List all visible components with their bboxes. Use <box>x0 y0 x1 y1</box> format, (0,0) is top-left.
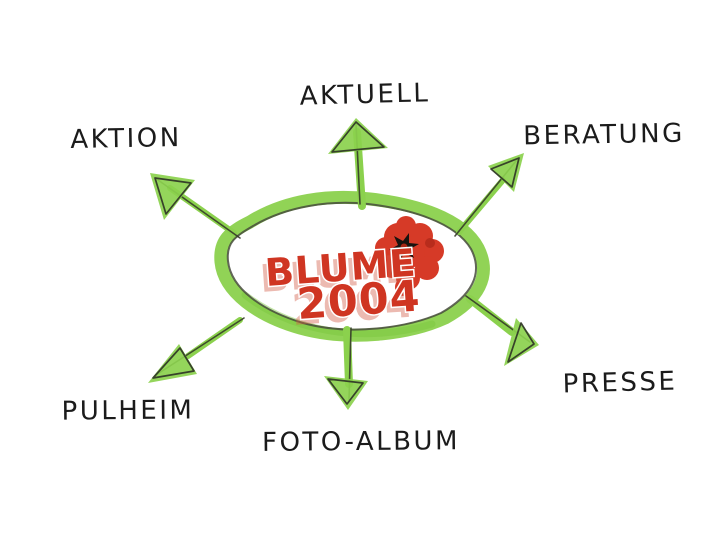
flower-petal-shade <box>391 267 401 277</box>
logo-line1: BLUME <box>264 241 418 295</box>
arrow-beratung-head-ink <box>490 157 520 188</box>
arrow-aktuell <box>328 118 388 210</box>
arrow-beratung <box>454 153 524 237</box>
arrow-aktion-head <box>150 173 195 220</box>
arrow-foto-album-shaft <box>343 326 353 388</box>
center-ellipse-marker-echo <box>241 291 436 338</box>
logo-line2: 2004 <box>295 271 422 330</box>
nav-item-aktion[interactable]: AKTION <box>70 123 182 155</box>
nav-item-pulheim[interactable]: PULHEIM <box>61 395 195 427</box>
nav-item-foto-album[interactable]: FOTO-ALBUM <box>261 426 461 458</box>
flower-petal-shade <box>425 238 435 248</box>
poppy-flower-icon <box>375 216 444 296</box>
flower-center-dot <box>400 243 408 251</box>
arrow-presse-head <box>504 318 539 366</box>
nav-item-beratung[interactable]: BERATUNG <box>522 118 686 152</box>
arrow-beratung-head <box>488 153 524 192</box>
arrow-aktuell-head-ink <box>331 121 385 153</box>
nav-item-aktuell[interactable]: AKTUELL <box>299 78 431 112</box>
flower-petal <box>375 237 397 259</box>
arrow-presse <box>465 295 539 366</box>
arrow-presse-head-ink <box>507 322 535 363</box>
arrow-aktion <box>150 173 241 239</box>
flower-petal <box>395 278 413 296</box>
center-ellipse-marker <box>214 190 490 342</box>
arrow-aktion-head-ink <box>154 177 192 215</box>
center-logo[interactable]: BLUME 2004 BLUME 2004 <box>259 239 424 336</box>
arrow-aktuell-head <box>328 118 388 154</box>
logo-line1-shadow: BLUME <box>259 247 413 301</box>
arrow-foto-album-head <box>324 376 368 410</box>
arrow-foto-album <box>324 326 368 410</box>
arrow-pulheim-head-ink <box>152 347 195 379</box>
logo-line2-shadow: 2004 <box>290 277 417 336</box>
nav-item-presse[interactable]: PRESSE <box>562 366 678 400</box>
arrow-foto-album-head-ink <box>327 378 364 405</box>
arrow-pulheim <box>148 317 245 383</box>
